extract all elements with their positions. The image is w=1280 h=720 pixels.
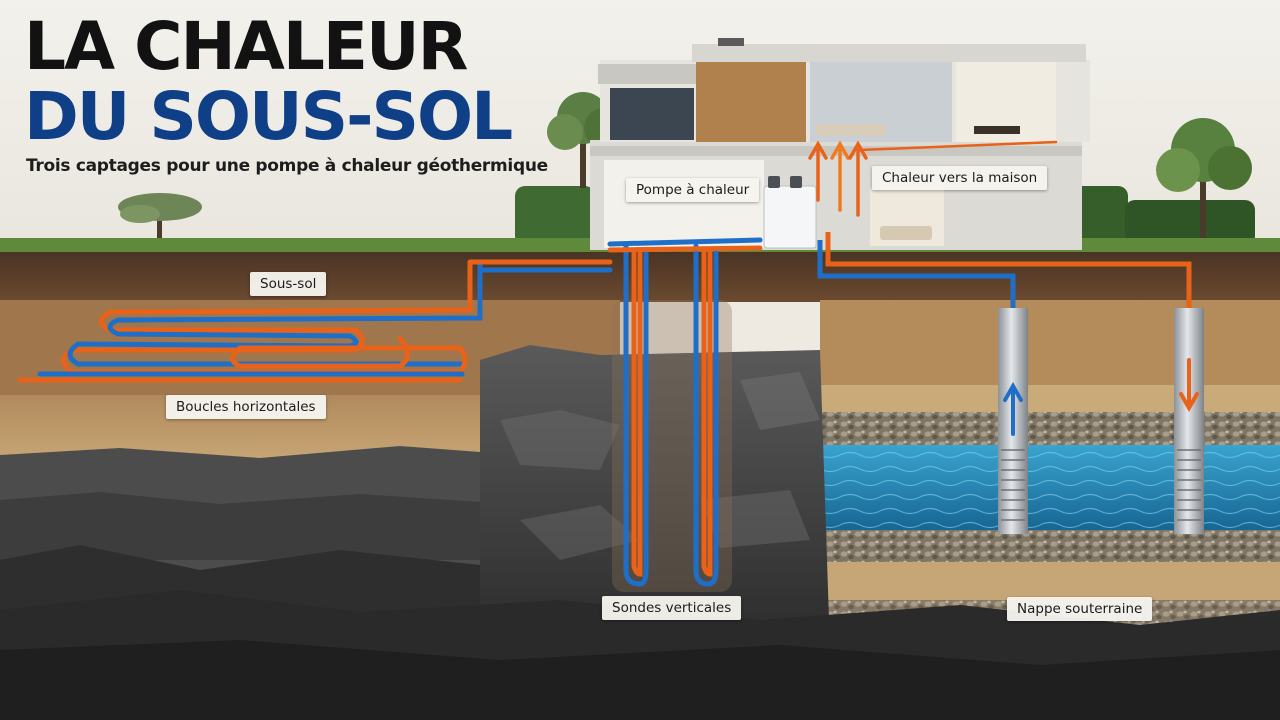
- heat-pump-unit: [763, 176, 817, 249]
- heat-flow-arrows: [808, 140, 1058, 217]
- subtitle: Trois captages pour une pompe à chaleur …: [26, 156, 548, 176]
- label-heat-pump: Pompe à chaleur: [626, 178, 760, 202]
- label-vertical-probes: Sondes verticales: [602, 596, 742, 620]
- label-heat-to-house: Chaleur vers la maison: [872, 166, 1048, 190]
- groundwater-wells: [817, 232, 1204, 534]
- horizontal-loop-pipes: [17, 259, 613, 383]
- title-line-2: DU SOUS-SOL: [24, 78, 513, 155]
- rock-strata: [0, 345, 1280, 720]
- label-horizontal-loops: Boucles horizontales: [166, 395, 326, 419]
- vertical-probe-pipes: [607, 237, 763, 587]
- title-line-1: LA CHALEUR: [24, 8, 468, 85]
- label-subsoil: Sous-sol: [250, 272, 327, 296]
- label-groundwater: Nappe souterraine: [1007, 597, 1153, 621]
